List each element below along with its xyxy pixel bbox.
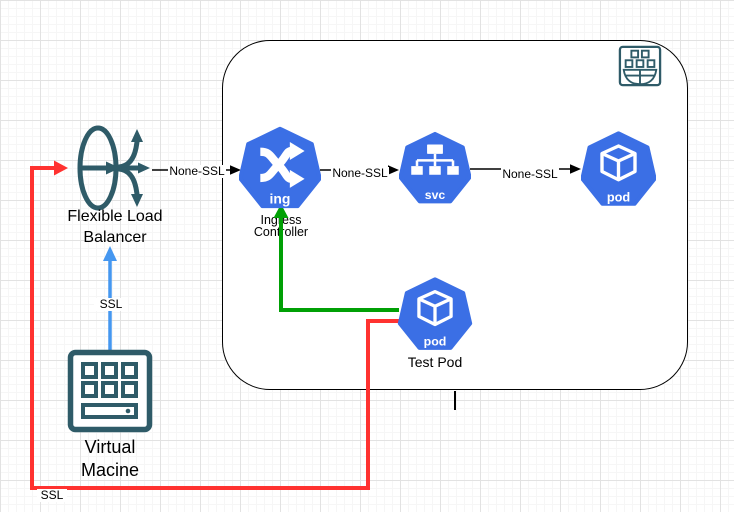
edge-testpod-to-lb-arrowhead: [54, 160, 68, 176]
virtual-machine-icon: [67, 349, 153, 433]
cluster-node: [617, 44, 663, 88]
ingress-label-line2: Controller: [253, 225, 309, 239]
lb-label-line1: Flexible Load: [67, 208, 163, 225]
load-balancer-label: Flexible Load Balancer: [53, 206, 177, 248]
edge-label-ssl-blue: SSL: [94, 298, 128, 311]
vm-label-line1: Virtual: [84, 437, 136, 457]
test-pod-node[interactable]: pod: [397, 277, 473, 353]
edge-label-ssl-red: SSL: [37, 489, 67, 502]
kubernetes-pod-icon: pod: [581, 131, 656, 206]
pod-badge: pod: [607, 190, 630, 205]
virtual-machine-node[interactable]: [66, 348, 154, 434]
lb-label-line2: Balancer: [83, 229, 147, 246]
pod-node[interactable]: pod: [581, 130, 656, 210]
load-balancer-node[interactable]: [70, 122, 155, 217]
kubernetes-ingress-icon: ing: [239, 126, 321, 209]
test-pod-label: Test Pod: [407, 354, 463, 370]
test-pod-badge: pod: [424, 335, 447, 349]
kubernetes-service-icon: svc: [399, 131, 471, 204]
kubernetes-test-pod-icon: pod: [397, 277, 473, 350]
ingress-badge: ing: [270, 190, 291, 206]
ingress-node[interactable]: ing: [239, 126, 321, 212]
edge-vm-to-lb-arrowhead: [103, 246, 117, 261]
edge-label-none-ssl-2: None-SSL: [331, 166, 389, 180]
container-ship-icon: [618, 45, 662, 87]
ingress-controller-label: Ingress Controller: [239, 214, 323, 239]
service-badge: svc: [425, 188, 446, 202]
edge-label-none-ssl-1: None-SSL: [168, 164, 226, 178]
load-balancer-icon: [77, 125, 150, 211]
virtual-machine-label: Virtual Macine: [54, 436, 166, 482]
edge-label-none-ssl-3: None-SSL: [501, 167, 559, 181]
service-node[interactable]: svc: [399, 130, 471, 208]
vm-label-line2: Macine: [80, 460, 140, 480]
